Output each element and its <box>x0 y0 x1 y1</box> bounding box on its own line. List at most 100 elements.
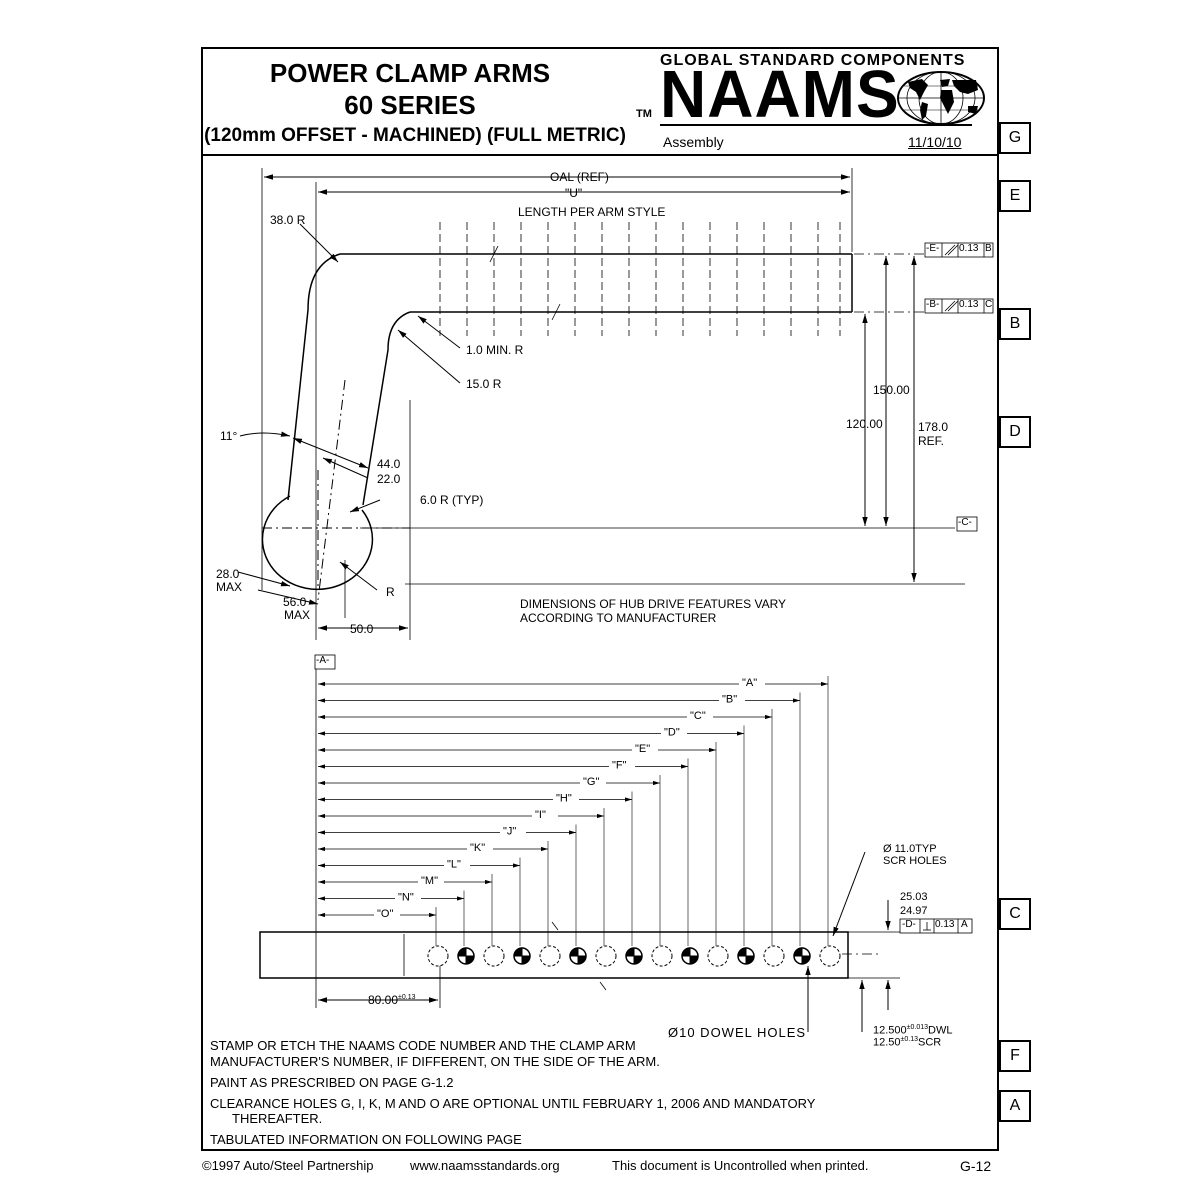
tab-d[interactable]: D <box>999 416 1031 448</box>
page-number: G-12 <box>960 1158 992 1174</box>
dim-label-8: "I" <box>535 809 546 821</box>
datum-d: -D- <box>902 919 916 930</box>
dim-label-14: "O" <box>377 908 393 920</box>
dwl-label: 12.500±0.013DWL <box>873 1024 953 1037</box>
website[interactable]: www.naamsstandards.org <box>410 1158 560 1173</box>
copyright: ©1997 Auto/Steel Partnership <box>202 1158 374 1173</box>
arm-outer-curve <box>287 253 341 501</box>
dowel-outlines <box>457 947 811 965</box>
datum-a: -A- <box>316 655 330 666</box>
pitch-label: 80.00±0.13 <box>368 993 416 1007</box>
header-divider <box>201 154 999 156</box>
angle-label: 11° <box>220 429 238 443</box>
dim-label-11: "L" <box>447 859 461 871</box>
hub-note-2: ACCORDING TO MANUFACTURER <box>520 611 717 625</box>
max-1-label: MAX <box>216 580 243 594</box>
datum-c: -C- <box>958 517 972 528</box>
tol-e: 0.13 <box>959 243 979 254</box>
ref-b: C <box>985 299 993 310</box>
dim-22-label: 22.0 <box>377 472 401 486</box>
dim-56-label: 56.0 <box>283 595 307 609</box>
scr-holes-2: SCR HOLES <box>883 855 947 867</box>
dim-label-bg-8 <box>532 809 558 820</box>
tab-a[interactable]: A <box>999 1090 1031 1122</box>
dim-120-label: 120.00 <box>846 417 883 431</box>
scr-label: 12.50±0.13SCR <box>873 1036 942 1049</box>
tol-d: 0.13 <box>935 919 955 930</box>
date-label: 11/10/10 <box>908 134 962 150</box>
dim-label-7: "H" <box>556 793 572 805</box>
dim-label-9: "J" <box>503 826 516 838</box>
dim-label-13: "N" <box>398 892 414 904</box>
tab-e[interactable]: E <box>999 180 1031 212</box>
datum-b: -B- <box>926 299 940 310</box>
dim-label-bg-13 <box>395 891 421 903</box>
dim-label-bg-11 <box>444 858 470 870</box>
dim-label-2: "C" <box>690 710 706 722</box>
r6-label: 6.0 R (TYP) <box>420 493 484 507</box>
note-4: TABULATED INFORMATION ON FOLLOWING PAGE <box>210 1132 522 1147</box>
hub-note-1: DIMENSIONS OF HUB DRIVE FEATURES VARY <box>520 597 787 611</box>
dim-label-bg-9 <box>500 825 526 837</box>
note-3a: CLEARANCE HOLES G, I, K, M AND O ARE OPT… <box>210 1096 816 1111</box>
note-2: PAINT AS PRESCRIBED ON PAGE G-1.2 <box>210 1075 454 1090</box>
dim-44-label: 44.0 <box>377 457 401 471</box>
dim-label-4: "E" <box>635 743 650 755</box>
title-line-1: POWER CLAMP ARMS <box>269 58 551 88</box>
dim-label-3: "D" <box>664 727 680 739</box>
dim-28-label: 28.0 <box>216 567 240 581</box>
dim-label-0: "A" <box>742 677 757 689</box>
note-1a: STAMP OR ETCH THE NAAMS CODE NUMBER AND … <box>210 1038 636 1053</box>
datum-e: -E- <box>926 243 940 254</box>
u-label: "U" <box>565 186 583 200</box>
tab-c[interactable]: C <box>999 898 1031 930</box>
dim-label-1: "B" <box>722 694 737 706</box>
arm-centerline <box>317 379 346 601</box>
r38-label: 38.0 R <box>270 213 306 227</box>
length-per-arm-label: LENGTH PER ARM STYLE <box>518 205 666 219</box>
dim-label-5: "F" <box>612 760 627 772</box>
dim-178-label: 178.0 <box>918 420 949 434</box>
ref-d: A <box>961 919 968 930</box>
dim-label-10: "K" <box>470 842 485 854</box>
r-label: R <box>386 585 395 599</box>
dim-label-bg-10 <box>467 842 493 853</box>
tab-b[interactable]: B <box>999 308 1031 340</box>
dowel-holes-label: Ø10 DOWEL HOLES <box>668 1025 807 1040</box>
tab-f[interactable]: F <box>999 1040 1031 1072</box>
hub-outline <box>261 495 374 591</box>
dim-label-bg-6 <box>580 776 606 787</box>
note-1b: MANUFACTURER'S NUMBER, IF DIFFERENT, ON … <box>210 1054 660 1069</box>
tab-g[interactable]: G <box>999 122 1031 154</box>
width-min: 24.97 <box>900 905 928 917</box>
arm-inner-curve <box>362 311 411 506</box>
dim-label-bg-12 <box>418 875 444 886</box>
dim-label-bg-2 <box>687 710 713 721</box>
ref-label: REF. <box>918 434 945 448</box>
dim-label-12: "M" <box>421 875 438 887</box>
dim-label-bg-3 <box>661 726 687 738</box>
dim-label-6: "G" <box>583 776 599 788</box>
arm-style-lines <box>439 222 841 336</box>
dim-label-bg-7 <box>553 792 579 804</box>
hole-row <box>427 945 841 967</box>
logo-underline <box>660 124 972 126</box>
dim-label-bg-0 <box>739 677 765 688</box>
r15-label: 15.0 R <box>466 377 502 391</box>
uncontrolled-note: This document is Uncontrolled when print… <box>612 1158 869 1173</box>
naams-logo-text: NAAMS <box>660 56 900 132</box>
globe-icon <box>897 71 985 125</box>
dim-50-label: 50.0 <box>350 622 374 636</box>
title-line-3: (120mm OFFSET - MACHINED) (FULL METRIC) <box>204 125 626 146</box>
ref-e: B <box>985 243 992 254</box>
brand-tagline: GLOBAL STANDARD COMPONENTS <box>660 52 966 69</box>
title-line-2: 60 SERIES <box>344 90 476 120</box>
dimension-ladder: "A" "B" "C" "D" "E" "F" "G" "H" "I" "J" "K" "L" "M" "… <box>318 676 829 946</box>
trademark: TM <box>636 108 652 120</box>
scr-holes-1: Ø 11.0TYP <box>883 843 937 855</box>
dim-label-bg-5 <box>609 759 635 771</box>
min-radius-label: 1.0 MIN. R <box>466 343 524 357</box>
max-2-label: MAX <box>284 608 311 622</box>
dim-label-bg-4 <box>632 743 658 754</box>
